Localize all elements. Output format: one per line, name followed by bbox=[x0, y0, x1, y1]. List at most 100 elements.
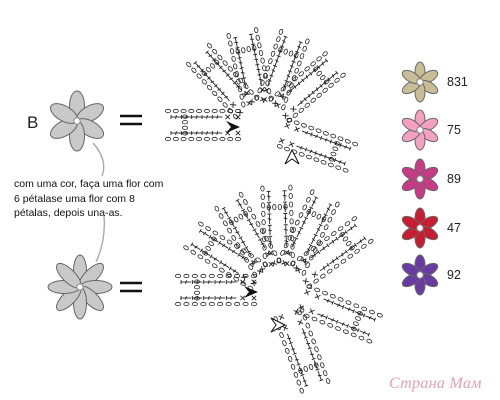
chain-stitch bbox=[222, 60, 228, 66]
chain-stitch bbox=[217, 273, 224, 279]
chain-stitch bbox=[327, 216, 333, 223]
double-crochet-stitch bbox=[335, 159, 346, 166]
double-crochet-stitch bbox=[291, 236, 299, 248]
double-crochet-stitch bbox=[214, 296, 225, 300]
double-crochet-stitch bbox=[315, 152, 327, 159]
chain-stitch bbox=[248, 253, 254, 258]
chain-stitch bbox=[226, 32, 231, 39]
chain-stitch bbox=[236, 78, 241, 85]
chain-stitch bbox=[229, 48, 235, 55]
chain-stitch bbox=[335, 165, 342, 170]
chain-stitch bbox=[183, 273, 190, 279]
double-crochet-stitch bbox=[180, 296, 191, 300]
chain-stitch bbox=[191, 67, 197, 73]
chain-stitch bbox=[183, 245, 189, 251]
chain-stitch bbox=[278, 28, 284, 35]
chain-stitch bbox=[308, 364, 314, 370]
chain-stitch bbox=[204, 258, 211, 264]
section-label: B bbox=[27, 113, 39, 132]
double-crochet-stitch bbox=[318, 58, 329, 68]
color-swatch-flower-icon bbox=[401, 158, 439, 200]
chain-stitch bbox=[239, 249, 245, 256]
chain-stitch bbox=[235, 242, 241, 249]
chain-stitch bbox=[277, 203, 283, 210]
chain-stitch bbox=[251, 301, 258, 307]
double-crochet-stitch bbox=[338, 249, 348, 258]
chain-stitch bbox=[190, 249, 197, 255]
chain-stitch bbox=[294, 67, 299, 74]
chain-stitch bbox=[203, 136, 210, 142]
chain-stitch bbox=[211, 108, 218, 114]
chain-stitch bbox=[302, 314, 308, 321]
chain-stitch bbox=[329, 293, 336, 299]
chain-stitch bbox=[296, 255, 303, 261]
double-crochet-stitch bbox=[356, 236, 367, 245]
chain-stitch bbox=[188, 136, 195, 142]
chain-stitch bbox=[180, 108, 187, 114]
chain-stitch bbox=[261, 210, 266, 217]
double-crochet-stitch bbox=[283, 212, 288, 224]
chain-stitch bbox=[208, 241, 214, 247]
chain-stitch bbox=[260, 193, 265, 200]
chain-stitch bbox=[310, 246, 317, 251]
chain-stitch bbox=[201, 70, 207, 77]
double-crochet-stitch bbox=[317, 370, 324, 382]
leader-line bbox=[95, 215, 106, 263]
chain-stitch bbox=[351, 216, 358, 222]
chain-stitch bbox=[194, 290, 201, 295]
double-crochet-stitch bbox=[283, 224, 288, 235]
chain-stitch bbox=[194, 279, 201, 284]
double-crochet-stitch bbox=[233, 36, 239, 48]
chain-stitch bbox=[303, 251, 310, 256]
watermark-text: Страна Мам bbox=[389, 375, 482, 392]
double-crochet-stitch bbox=[323, 298, 334, 305]
chain-stitch bbox=[241, 248, 247, 254]
double-crochet-stitch bbox=[286, 70, 293, 81]
chain-stitch bbox=[337, 226, 344, 232]
chain-stitch bbox=[212, 48, 218, 55]
chain-stitch bbox=[342, 168, 349, 173]
chain-stitch bbox=[290, 243, 295, 250]
chain-stitch bbox=[349, 245, 355, 251]
chain-stitch bbox=[217, 96, 223, 102]
eight-petal-flower-icon bbox=[47, 254, 113, 320]
chain-stitch bbox=[290, 252, 295, 259]
chain-stitch bbox=[206, 84, 213, 91]
double-crochet-stitch bbox=[219, 65, 228, 76]
double-crochet-stitch bbox=[301, 216, 309, 228]
single-crochet-stitch bbox=[308, 308, 315, 315]
double-crochet-stitch bbox=[266, 190, 271, 202]
chain-stitch bbox=[344, 139, 351, 144]
chain-stitch bbox=[234, 71, 239, 77]
chain-stitch bbox=[205, 67, 211, 73]
chain-stitch bbox=[211, 263, 218, 269]
chain-stitch bbox=[288, 201, 294, 208]
double-crochet-stitch bbox=[227, 246, 238, 255]
leader-line bbox=[92, 142, 105, 177]
chain-stitch bbox=[262, 236, 267, 243]
double-crochet-stitch bbox=[241, 77, 247, 88]
chain-stitch bbox=[310, 61, 316, 67]
chain-stitch bbox=[175, 301, 182, 307]
chain-stitch bbox=[320, 75, 326, 81]
chain-stitch bbox=[306, 154, 312, 160]
double-crochet-stitch bbox=[311, 196, 319, 207]
eight-petal-chart bbox=[175, 184, 383, 394]
single-crochet-stitch bbox=[282, 324, 289, 331]
double-crochet-stitch bbox=[310, 65, 321, 74]
double-crochet-stitch bbox=[190, 242, 201, 251]
chain-stitch bbox=[280, 250, 285, 256]
chain-stitch bbox=[278, 46, 283, 53]
chain-stitch bbox=[262, 261, 268, 268]
chain-stitch bbox=[361, 243, 367, 249]
chain-stitch bbox=[182, 131, 189, 136]
crochet-petal bbox=[183, 221, 269, 291]
single-crochet-stitch bbox=[304, 289, 311, 296]
chain-stitch bbox=[321, 216, 327, 222]
chain-stitch bbox=[276, 36, 281, 43]
chain-stitch bbox=[316, 213, 322, 220]
double-crochet-stitch bbox=[170, 115, 181, 119]
chain-stitch bbox=[342, 236, 349, 242]
chain-stitch bbox=[355, 316, 361, 321]
single-crochet-stitch bbox=[268, 250, 274, 256]
